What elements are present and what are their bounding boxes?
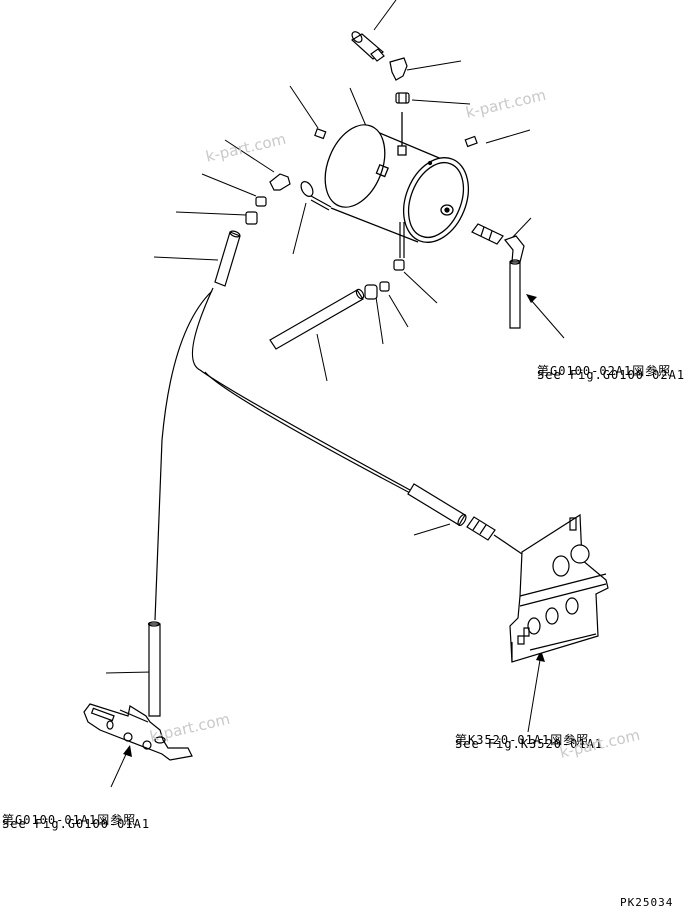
page-code: PK25034 — [620, 896, 674, 909]
bottom-fittings — [270, 222, 404, 349]
reference-en-label: See Fig.G0100-02A1 — [537, 368, 686, 382]
reference-en-label: See Fig.G0100-01A1 — [2, 817, 151, 831]
left-fittings — [215, 174, 331, 286]
arrow-heads — [123, 294, 545, 757]
reference-en-label: See Fig.K3520-01A1 — [455, 737, 604, 751]
left-bracket — [84, 704, 192, 760]
tank — [314, 112, 480, 252]
tubes — [149, 288, 526, 716]
right-bracket — [510, 515, 608, 662]
reference-jp-label: 第K3520-01A1図参照 — [455, 733, 590, 747]
leader-lines — [106, 0, 564, 787]
reference-jp-label: 第G0100-01A1図参照 — [2, 813, 137, 827]
reference-jp-label: 第G0100-02A1図参照 — [537, 364, 672, 378]
top-fittings — [315, 30, 477, 147]
right-fittings — [472, 224, 524, 328]
